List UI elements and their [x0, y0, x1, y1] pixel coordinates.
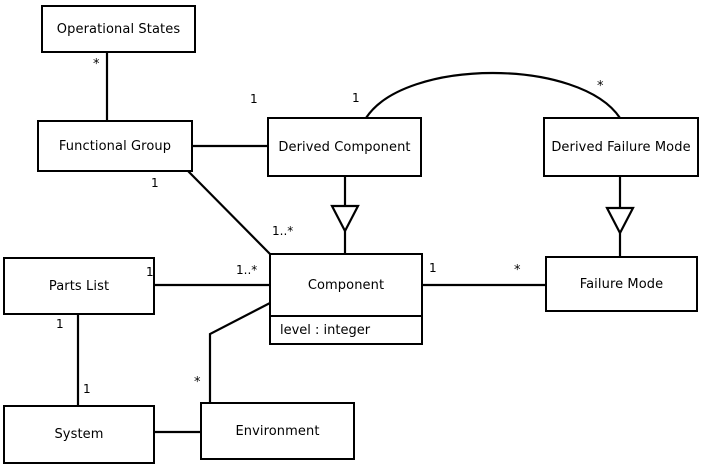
- multiplicity-partslist-component: 1: [146, 265, 154, 279]
- multiplicity-functionalgroup-derivedcomponent: 1: [250, 92, 258, 106]
- uml-class-functional-group[interactable]: Functional Group: [37, 120, 193, 172]
- generalization-triangle-failuremode: [605, 206, 635, 236]
- multiplicity-component-functionalgroup: 1..*: [272, 224, 294, 238]
- class-name-failure-mode: Failure Mode: [579, 276, 664, 292]
- edge-environment-component: [208, 302, 271, 403]
- multiplicity-failuremode-component: *: [514, 263, 521, 278]
- uml-class-environment[interactable]: Environment: [200, 402, 355, 460]
- class-name-derived-failure-mode: Derived Failure Mode: [551, 139, 691, 155]
- uml-class-system[interactable]: System: [3, 405, 155, 464]
- class-name-functional-group: Functional Group: [58, 138, 172, 154]
- multiplicity-partslist-system: 1: [56, 317, 64, 331]
- multiplicity-component-failuremode: 1: [429, 261, 437, 275]
- uml-class-derived-failure-mode[interactable]: Derived Failure Mode: [543, 117, 699, 177]
- multiplicity-component-partslist: 1..*: [236, 263, 258, 277]
- class-name-component: Component: [307, 277, 385, 293]
- class-name-environment: Environment: [235, 423, 320, 439]
- edge-functionalgroup-component: [187, 170, 271, 255]
- uml-class-operational-states[interactable]: Operational States: [41, 5, 196, 53]
- class-name-derived-component: Derived Component: [278, 139, 411, 155]
- multiplicity-system-partslist: 1: [83, 382, 91, 396]
- multiplicity-environment-component: *: [194, 375, 201, 390]
- class-name-system: System: [54, 427, 104, 442]
- uml-class-derived-component[interactable]: Derived Component: [267, 117, 422, 177]
- multiplicity-arc-derivedcomponent: 1: [352, 91, 360, 105]
- uml-class-failure-mode[interactable]: Failure Mode: [545, 256, 698, 312]
- class-name-operational-states: Operational States: [56, 21, 181, 37]
- uml-class-parts-list[interactable]: Parts List: [3, 257, 155, 315]
- generalization-triangle-component: [330, 204, 360, 234]
- multiplicity-arc-derivedfailuremode: *: [597, 79, 604, 94]
- multiplicity-functionalgroup-component: 1: [151, 176, 159, 190]
- edge-derivedcomponent-derivedfailuremode-arc: [365, 71, 621, 119]
- class-name-parts-list: Parts List: [48, 278, 110, 294]
- multiplicity-operationalstates-functionalgroup: *: [93, 57, 100, 72]
- uml-class-component[interactable]: Component level : integer: [269, 253, 423, 345]
- class-attribute-component-level: level : integer: [271, 315, 421, 343]
